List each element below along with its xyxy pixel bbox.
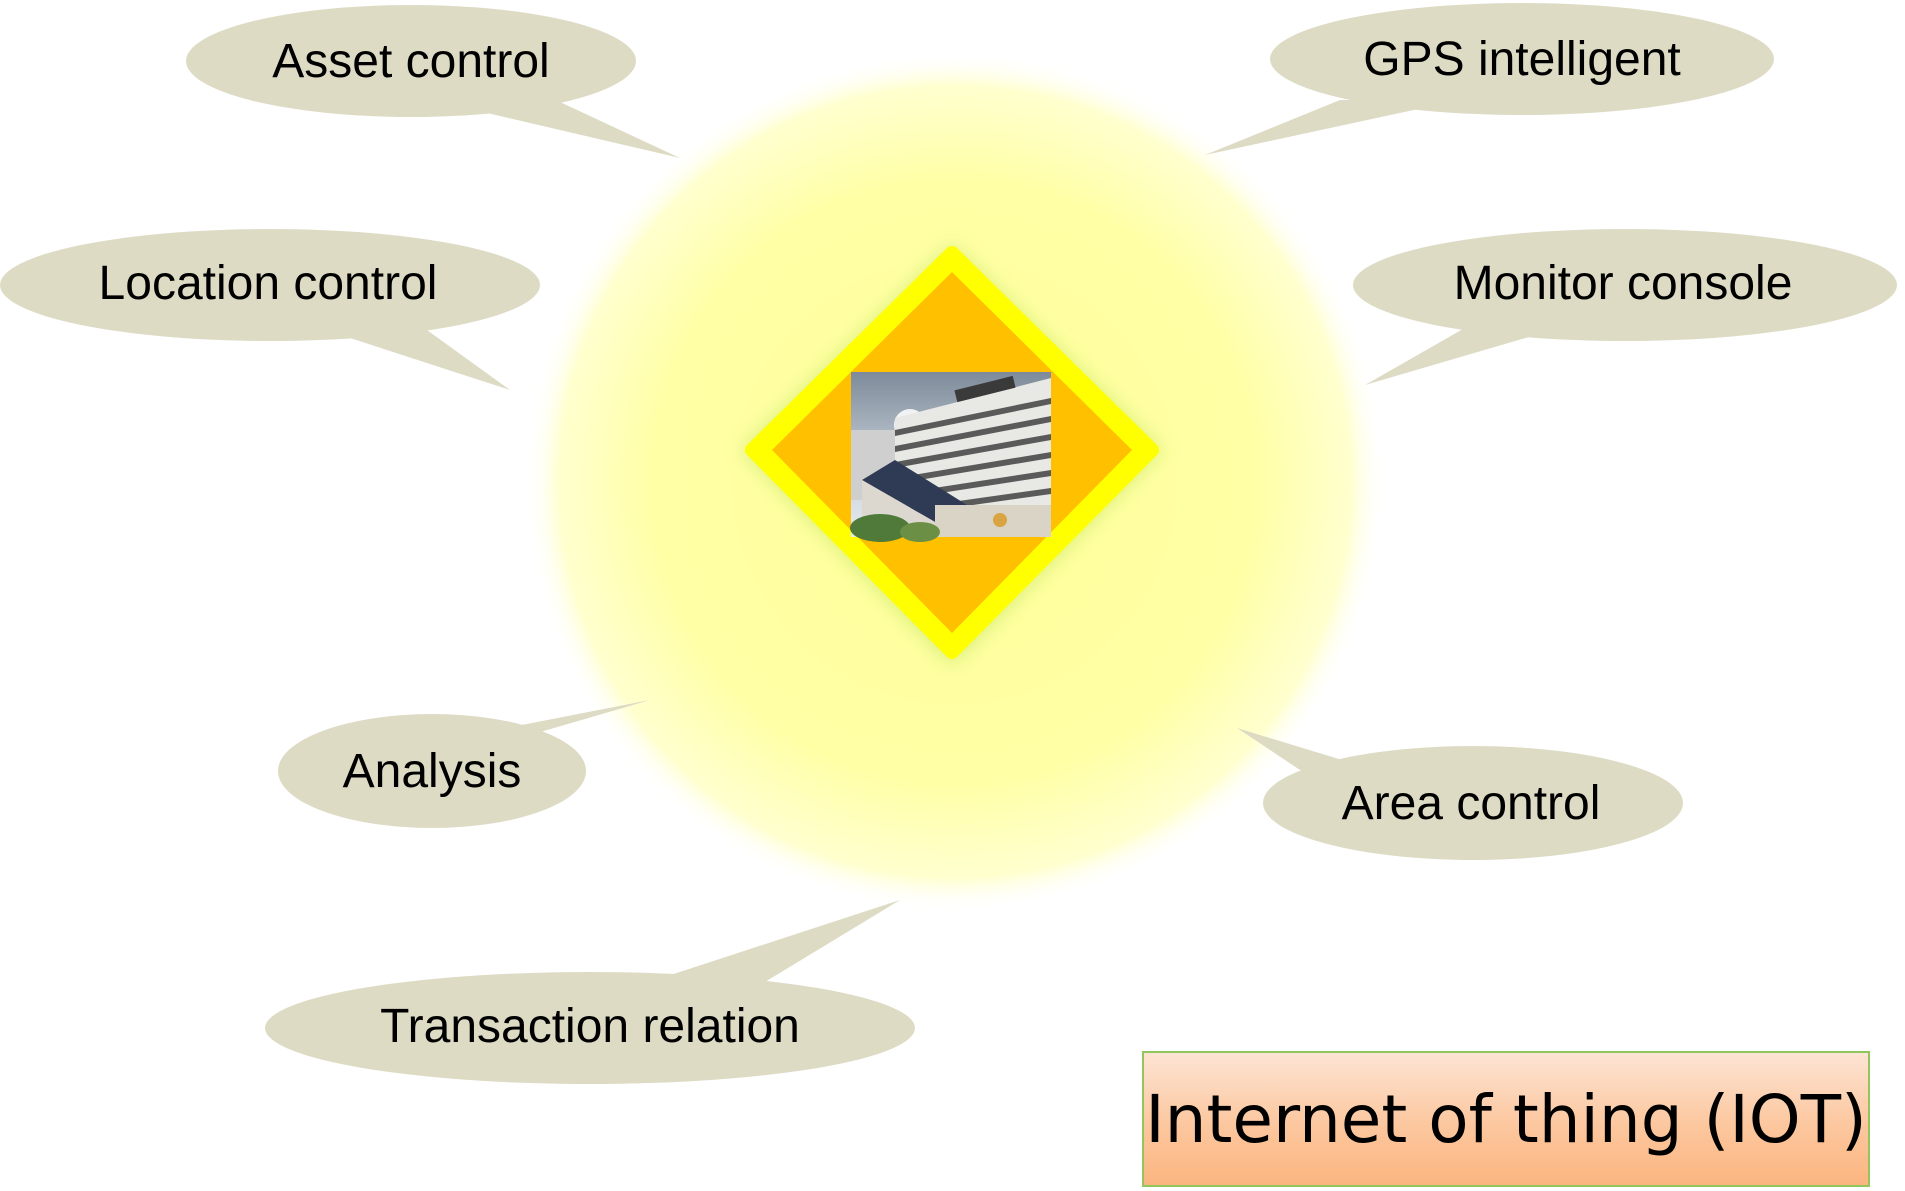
bubble-area-control: Area control — [1237, 728, 1683, 860]
bubble-tail — [310, 325, 510, 390]
bubble-tail — [440, 102, 680, 158]
bubble-body — [186, 5, 636, 117]
bubble-analysis: Analysis — [278, 700, 650, 828]
bubble-body — [278, 714, 586, 828]
bubble-transaction-relation: Transaction relation — [265, 900, 915, 1084]
bubble-location-control: Location control — [0, 229, 540, 390]
bubble-label: Analysis — [343, 745, 522, 798]
iot-title: Internet of thing (IOT) — [1145, 1080, 1867, 1158]
bubble-label: GPS intelligent — [1363, 33, 1681, 86]
bubble-body — [265, 972, 915, 1084]
bubble-body — [1270, 3, 1774, 115]
bubble-label: Transaction relation — [380, 1000, 800, 1053]
bubble-label: Location control — [99, 257, 438, 310]
bubble-gps-intelligent: GPS intelligent — [1205, 3, 1774, 155]
bubble-body — [1353, 229, 1897, 341]
bubble-body — [1263, 746, 1683, 860]
roof-sign — [954, 375, 1016, 403]
bubble-tail — [1365, 325, 1570, 385]
bubble-label: Asset control — [272, 35, 549, 88]
bubble-label: Area control — [1342, 777, 1601, 830]
bubble-asset-control: Asset control — [186, 5, 680, 158]
bubble-monitor-console: Monitor console — [1353, 229, 1897, 385]
bubble-label: Monitor console — [1454, 257, 1793, 310]
bubble-tail — [1205, 100, 1460, 155]
bubble-body — [0, 229, 540, 341]
iot-title-box: Internet of thing (IOT) — [1142, 1051, 1870, 1187]
bubble-tail — [640, 900, 900, 985]
building-photo — [850, 372, 1051, 542]
